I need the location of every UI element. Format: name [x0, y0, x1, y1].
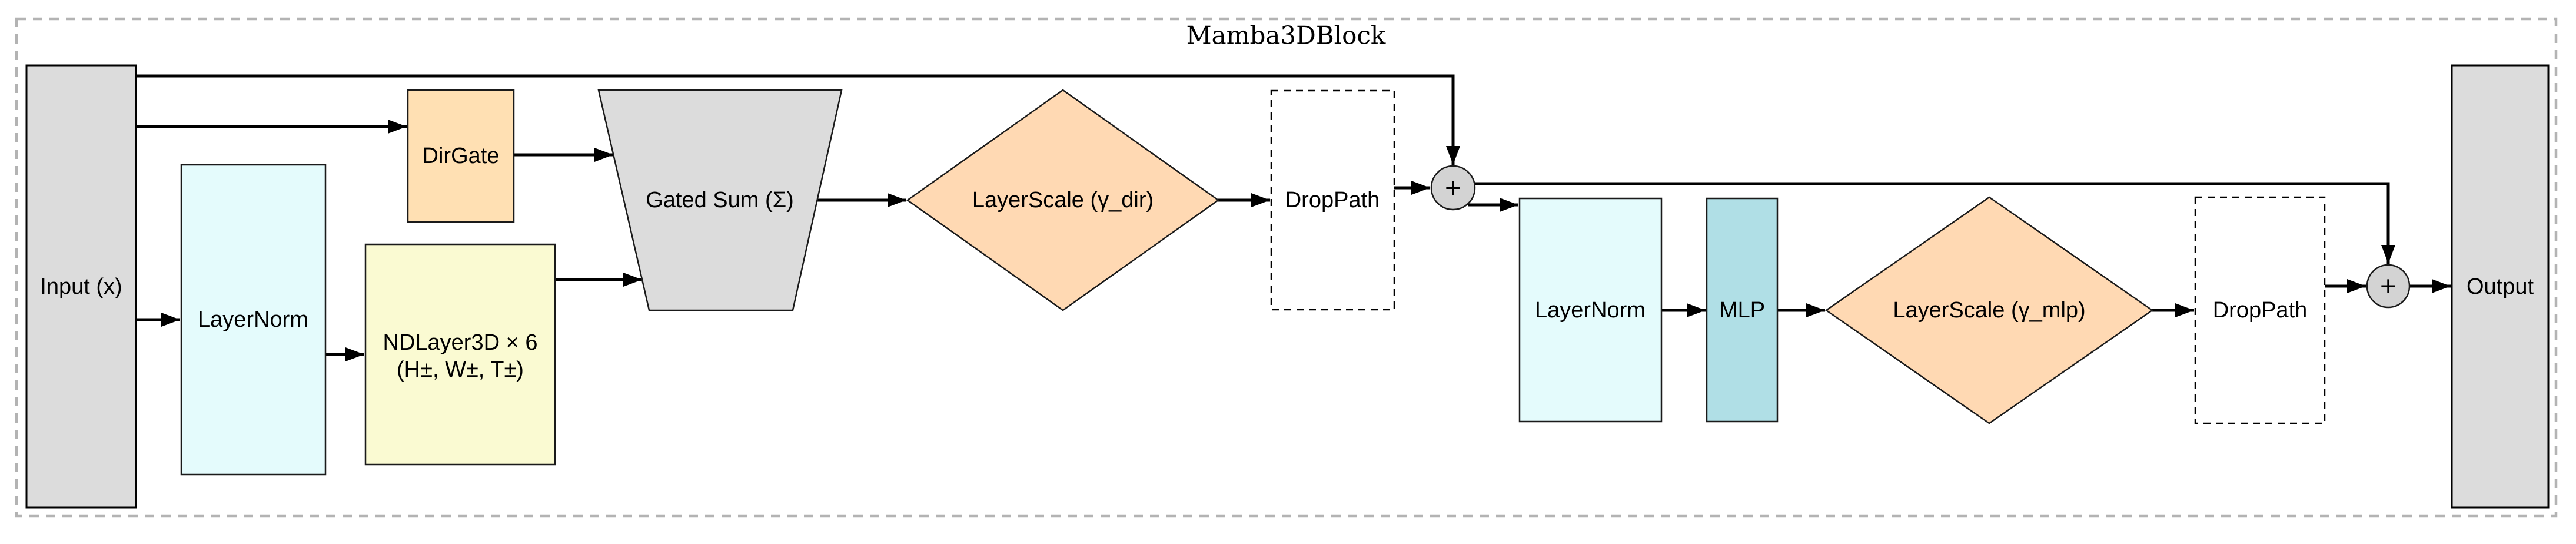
add1-label: + — [1445, 173, 1461, 204]
output-label: Output — [2467, 274, 2534, 299]
node-layerscale-mlp: LayerScale (γ_mlp) — [1824, 196, 2154, 424]
ndlayer3d-box — [364, 243, 556, 466]
mlp-box — [1706, 197, 1779, 423]
droppath2-label: DropPath — [2213, 298, 2308, 323]
input-label: Input (x) — [40, 274, 122, 299]
output-box — [2451, 64, 2550, 509]
gated-sum-trapezoid — [597, 89, 843, 311]
add1-circle — [1430, 165, 1476, 211]
node-layernorm1: LayerNorm — [180, 164, 327, 476]
node-droppath2: DropPath — [2194, 196, 2326, 424]
edge-input-add1-residual — [136, 74, 1460, 165]
edge-add1-add2-residual — [1473, 182, 2395, 264]
node-droppath1: DropPath — [1270, 89, 1395, 311]
node-output: Output — [2451, 64, 2550, 509]
node-gated-sum: Gated Sum (Σ) — [597, 89, 843, 311]
node-input: Input (x) — [25, 64, 137, 509]
layernorm2-label: LayerNorm — [1535, 298, 1646, 323]
droppath1-box — [1270, 89, 1395, 311]
node-layernorm2: LayerNorm — [1518, 197, 1663, 423]
layerscale-dir-label: LayerScale (γ_dir) — [972, 188, 1154, 213]
layerscale-dir-diamond — [906, 89, 1220, 311]
dirgate-box — [407, 89, 515, 223]
layernorm1-box — [180, 164, 327, 476]
dirgate-label: DirGate — [423, 144, 500, 168]
layerscale-mlp-label: LayerScale (γ_mlp) — [1893, 298, 2085, 323]
input-box — [25, 64, 137, 509]
droppath1-label: DropPath — [1285, 188, 1380, 213]
node-ndlayer3d: NDLayer3D × 6 (H±, W±, T±) — [364, 243, 556, 466]
droppath2-box — [2194, 196, 2326, 424]
node-add1: + — [1430, 165, 1476, 211]
add2-circle — [2366, 264, 2411, 309]
ndlayer3d-label-line1: NDLayer3D × 6 — [383, 330, 538, 355]
node-add2: + — [2366, 264, 2411, 309]
add2-label: + — [2380, 271, 2396, 303]
cluster-title: Mamba3DBlock — [1186, 21, 1386, 50]
ndlayer3d-label-line2: (H±, W±, T±) — [397, 357, 524, 382]
gated-sum-label: Gated Sum (Σ) — [646, 188, 794, 213]
node-layerscale-dir: LayerScale (γ_dir) — [906, 89, 1220, 311]
layerscale-mlp-diamond — [1824, 196, 2154, 424]
edges — [136, 74, 2451, 361]
layernorm1-label: LayerNorm — [198, 307, 308, 332]
layernorm2-box — [1518, 197, 1663, 423]
mlp-label: MLP — [1719, 298, 1765, 323]
node-mlp: MLP — [1706, 197, 1779, 423]
cluster-border — [15, 17, 2558, 518]
node-dirgate: DirGate — [407, 89, 515, 223]
